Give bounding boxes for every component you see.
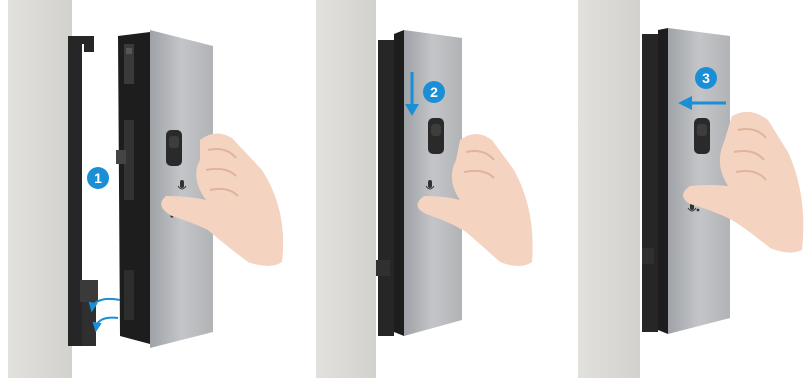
mounting-bracket [376, 40, 394, 336]
wall [316, 0, 376, 378]
step-1-panel: 1 [0, 0, 290, 378]
step-badge: 1 [87, 167, 109, 189]
wall [578, 0, 640, 378]
step-2-label: 2 [430, 84, 438, 100]
step-2-panel: 2 [300, 0, 540, 378]
step-2-illustration: 2 [300, 0, 540, 378]
wall [8, 0, 72, 378]
step-1-label: 1 [94, 170, 102, 186]
doorbell-device [116, 30, 213, 348]
step-1-illustration: 1 [0, 0, 290, 378]
doorbell-device [394, 30, 462, 336]
mounting-bracket [68, 36, 98, 346]
mounting-bracket [642, 34, 658, 332]
step-badge: 2 [423, 81, 445, 103]
step-3-illustration: 3 [572, 0, 809, 378]
step-3-label: 3 [702, 70, 710, 86]
step-3-panel: 3 [572, 0, 809, 378]
doorbell-device [658, 28, 730, 334]
step-badge: 3 [695, 67, 717, 89]
